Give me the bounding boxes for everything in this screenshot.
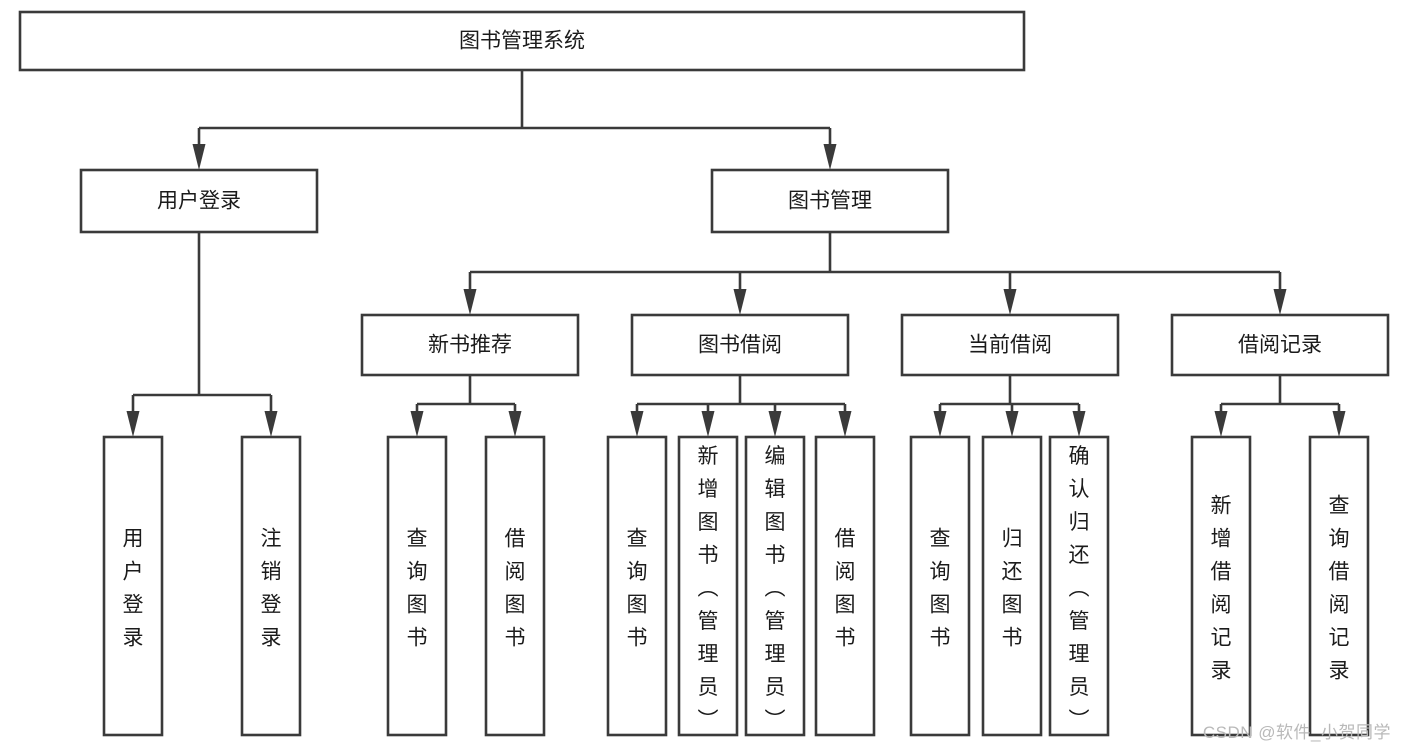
nodes-layer: 图书管理系统用户登录图书管理新书推荐图书借阅当前借阅借阅记录用户登录注销登录查询… [18, 10, 1390, 737]
node-label: 归还图书 [1002, 528, 1023, 650]
diagram-node[interactable]: 查询借阅记录 [1308, 435, 1370, 737]
node-box [18, 10, 1026, 72]
node-label: 确认归还︵管理员︶ [1069, 445, 1090, 732]
node-label: 编辑图书︵管理员︶ [765, 445, 786, 732]
arrow-head-icon [733, 289, 747, 315]
node-label: 注销登录 [261, 528, 282, 650]
diagram-node[interactable]: 新书推荐 [360, 313, 580, 377]
diagram-node[interactable]: 用户登录 [79, 168, 319, 234]
arrow-head-icon [1072, 411, 1086, 437]
diagram-node[interactable]: 图书管理 [710, 168, 950, 234]
diagram-node[interactable]: 注销登录 [240, 435, 302, 737]
node-box [981, 435, 1043, 737]
arrow-head-icon [823, 144, 837, 170]
node-box [360, 313, 580, 377]
node-box [814, 435, 876, 737]
node-box [710, 168, 950, 234]
arrow-head-icon [463, 289, 477, 315]
diagram-node[interactable]: 图书管理系统 [18, 10, 1026, 72]
arrow-head-icon [192, 144, 206, 170]
diagram-node[interactable]: 归还图书 [981, 435, 1043, 737]
node-label: 查询借阅记录 [1329, 495, 1350, 683]
diagram-node[interactable]: 当前借阅 [900, 313, 1120, 377]
arrow-head-icon [630, 411, 644, 437]
node-box [909, 435, 971, 737]
node-label: 图书管理系统 [459, 30, 585, 53]
node-box [630, 313, 850, 377]
diagram-node[interactable]: 查询图书 [386, 435, 448, 737]
node-box [484, 435, 546, 737]
arrow-head-icon [410, 411, 424, 437]
node-box [386, 435, 448, 737]
diagram-node[interactable]: 用户登录 [102, 435, 164, 737]
edges-layer [126, 70, 1346, 437]
arrow-head-icon [701, 411, 715, 437]
diagram-node[interactable]: 确认归还︵管理员︶ [1048, 435, 1110, 737]
diagram-node[interactable]: 新增图书︵管理员︶ [677, 435, 739, 737]
node-box [1190, 435, 1252, 737]
node-label: 查询图书 [407, 528, 428, 650]
arrow-head-icon [1003, 289, 1017, 315]
node-box [606, 435, 668, 737]
node-box [102, 435, 164, 737]
node-box [79, 168, 319, 234]
diagram-node[interactable]: 编辑图书︵管理员︶ [744, 435, 806, 737]
arrow-head-icon [1332, 411, 1346, 437]
node-box [744, 435, 806, 737]
node-label: 借阅图书 [505, 528, 526, 650]
diagram-node[interactable]: 新增借阅记录 [1190, 435, 1252, 737]
node-box [900, 313, 1120, 377]
arrow-head-icon [1214, 411, 1228, 437]
arrow-head-icon [126, 411, 140, 437]
arrow-head-icon [768, 411, 782, 437]
arrow-head-icon [508, 411, 522, 437]
node-label: 图书借阅 [698, 334, 782, 357]
node-label: 图书管理 [788, 190, 872, 213]
node-label: 当前借阅 [968, 334, 1052, 357]
node-box [677, 435, 739, 737]
node-label: 查询图书 [627, 528, 648, 650]
diagram-node[interactable]: 借阅图书 [484, 435, 546, 737]
arrow-head-icon [933, 411, 947, 437]
node-box [1308, 435, 1370, 737]
diagram-node[interactable]: 查询图书 [909, 435, 971, 737]
arrow-head-icon [1273, 289, 1287, 315]
node-label: 新增借阅记录 [1211, 495, 1232, 683]
node-label: 借阅记录 [1238, 334, 1322, 357]
diagram-node[interactable]: 图书借阅 [630, 313, 850, 377]
node-label: 新增图书︵管理员︶ [698, 445, 719, 732]
node-label: 新书推荐 [428, 334, 512, 357]
node-label: 借阅图书 [835, 528, 856, 650]
node-label: 用户登录 [123, 528, 144, 650]
diagram-node[interactable]: 借阅图书 [814, 435, 876, 737]
node-box [240, 435, 302, 737]
diagram-node[interactable]: 查询图书 [606, 435, 668, 737]
arrow-head-icon [1005, 411, 1019, 437]
arrow-head-icon [838, 411, 852, 437]
node-box [1170, 313, 1390, 377]
node-label: 查询图书 [930, 528, 951, 650]
arrow-head-icon [264, 411, 278, 437]
node-label: 用户登录 [157, 190, 241, 213]
node-box [1048, 435, 1110, 737]
diagram-node[interactable]: 借阅记录 [1170, 313, 1390, 377]
